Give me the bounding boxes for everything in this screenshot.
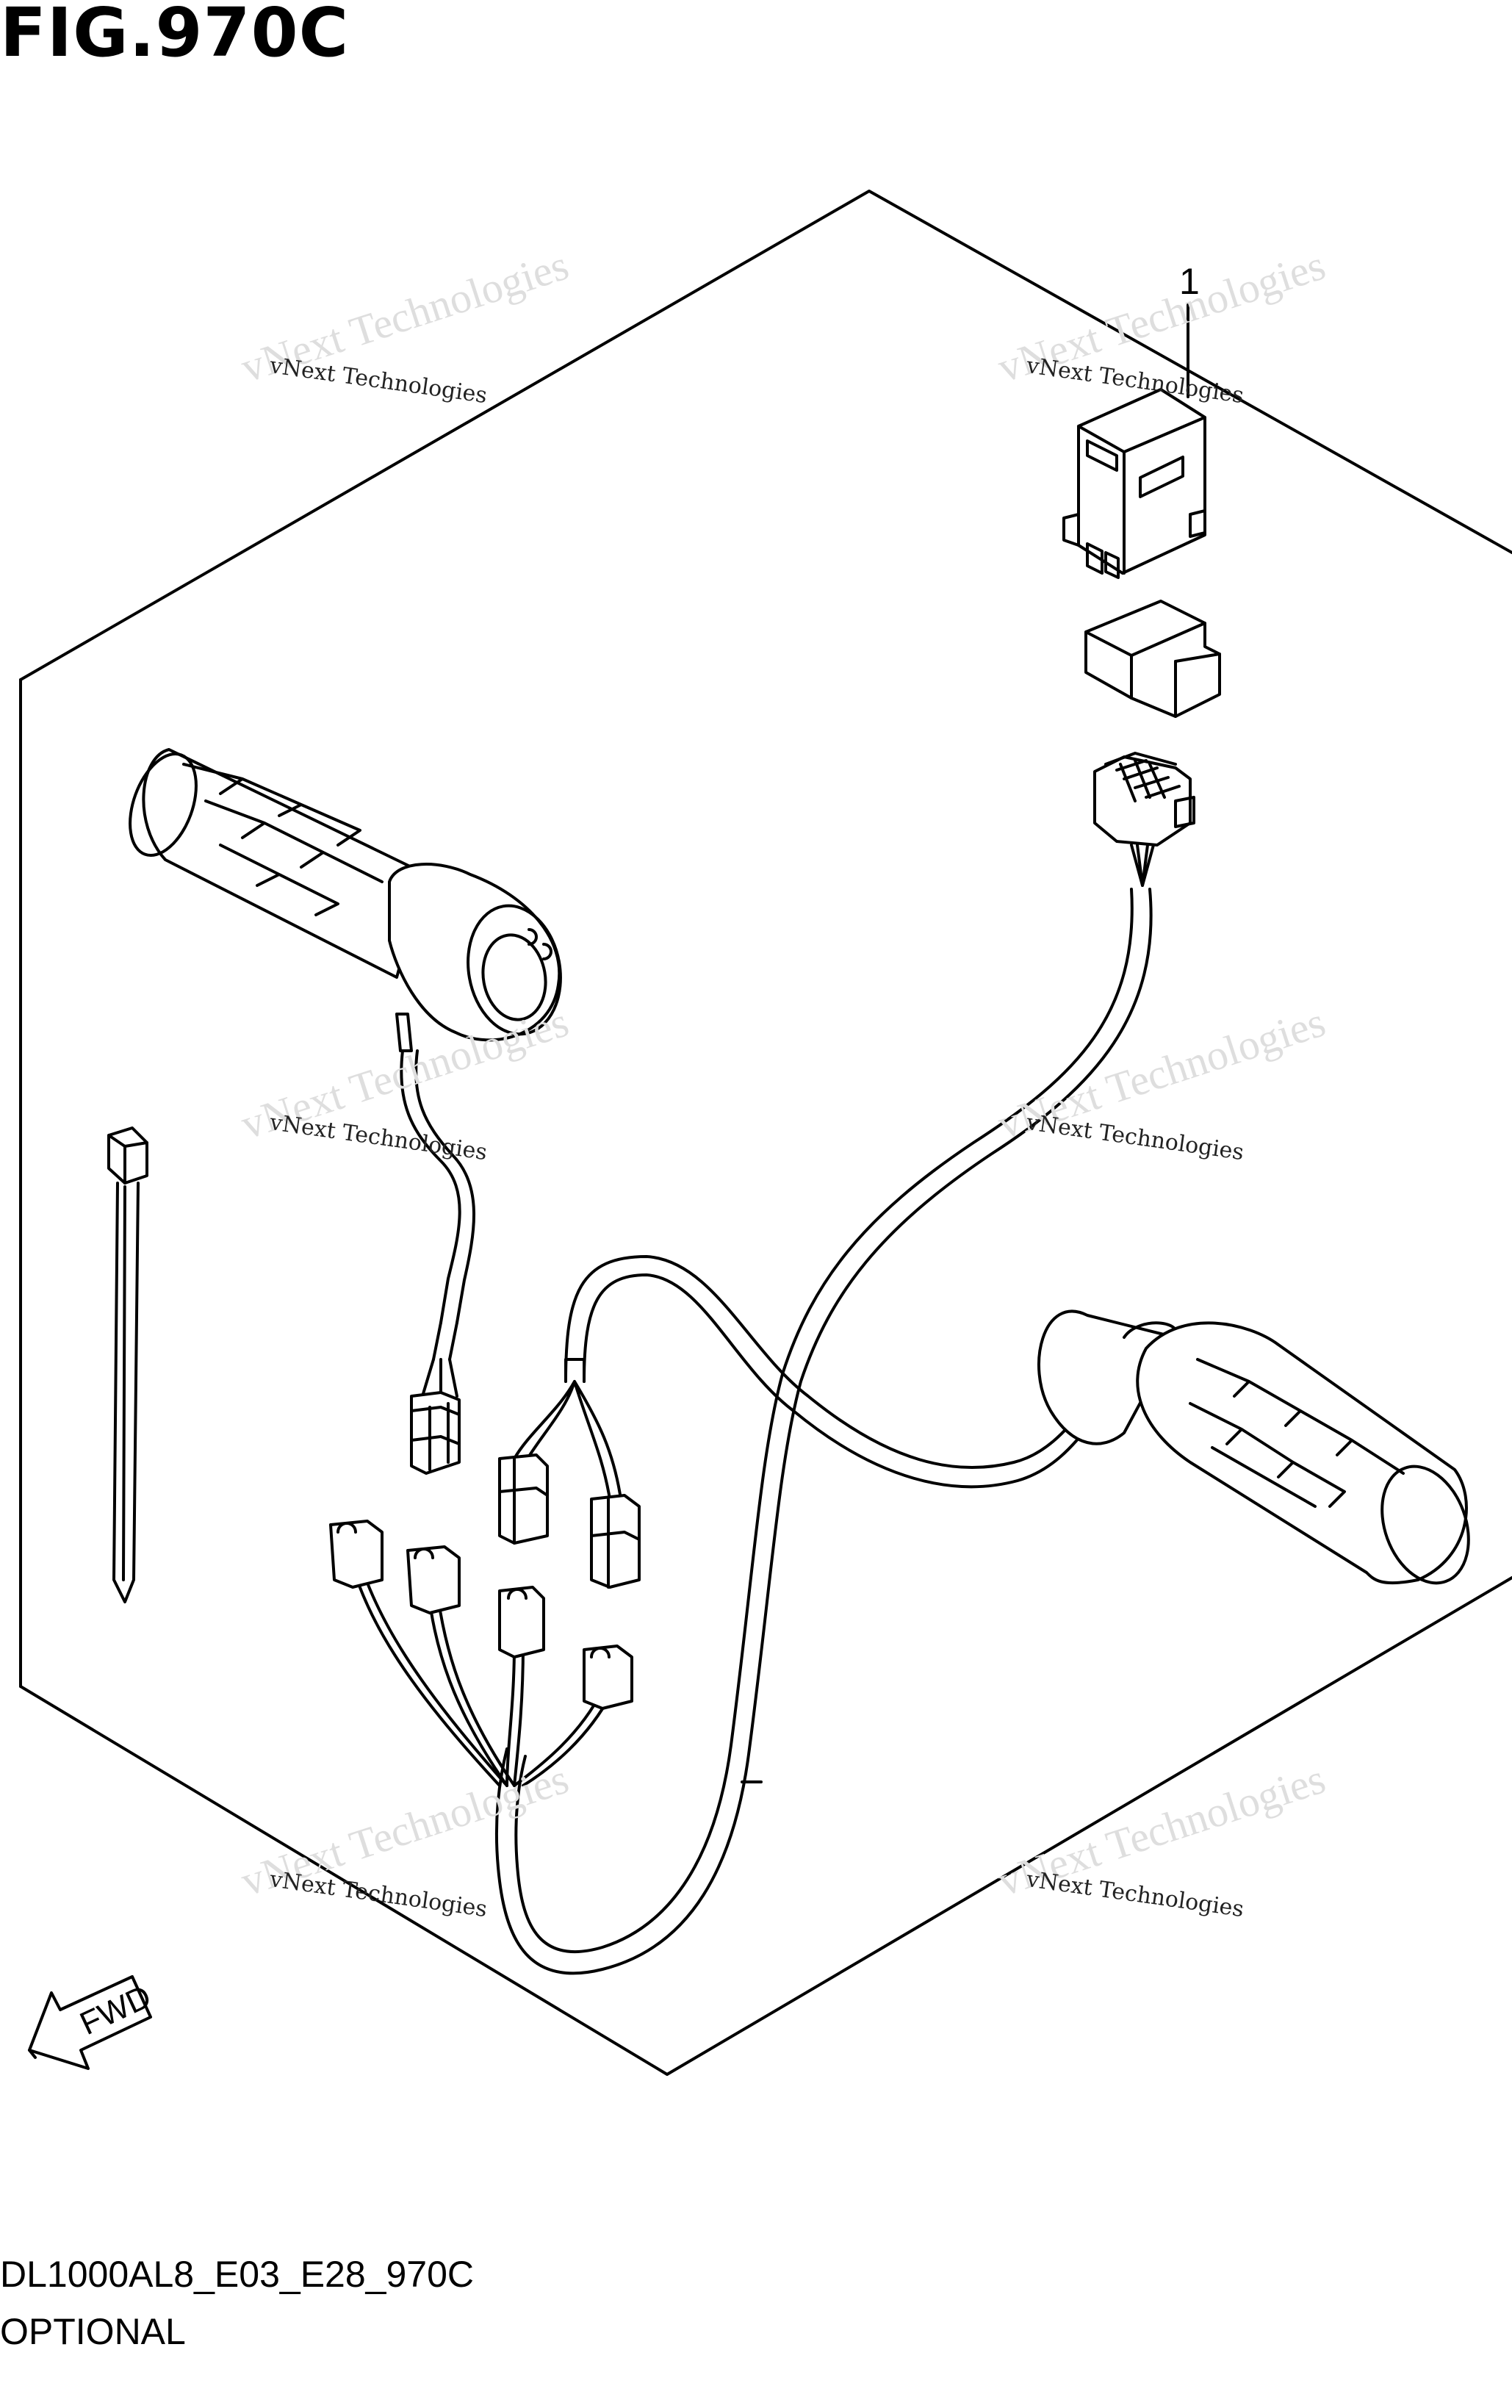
sub-harness (329, 1520, 633, 1787)
assembly-box-outline (19, 190, 1512, 2076)
figure-caption: OPTIONAL (0, 2311, 186, 2352)
figure-code: DL1000AL8_E03_E28_970C (0, 2254, 474, 2295)
fwd-arrow: FWD (28, 1975, 156, 2070)
figure-title: FIG.970C (0, 0, 350, 72)
left-grip-connector (410, 1391, 461, 1475)
part-ref-number: 1 (1179, 261, 1200, 302)
heater-control-unit (1062, 388, 1206, 579)
branch-harness (564, 1255, 1096, 1489)
main-connector (1093, 752, 1195, 887)
wiring-harness (494, 888, 1153, 1975)
left-grip-wire (400, 1049, 475, 1398)
center-branch-connectors (498, 1380, 641, 1589)
connector-cover (1084, 600, 1221, 718)
right-heated-grip (1037, 1309, 1470, 1585)
cable-tie (107, 1126, 148, 1603)
left-heated-grip (129, 748, 562, 1052)
